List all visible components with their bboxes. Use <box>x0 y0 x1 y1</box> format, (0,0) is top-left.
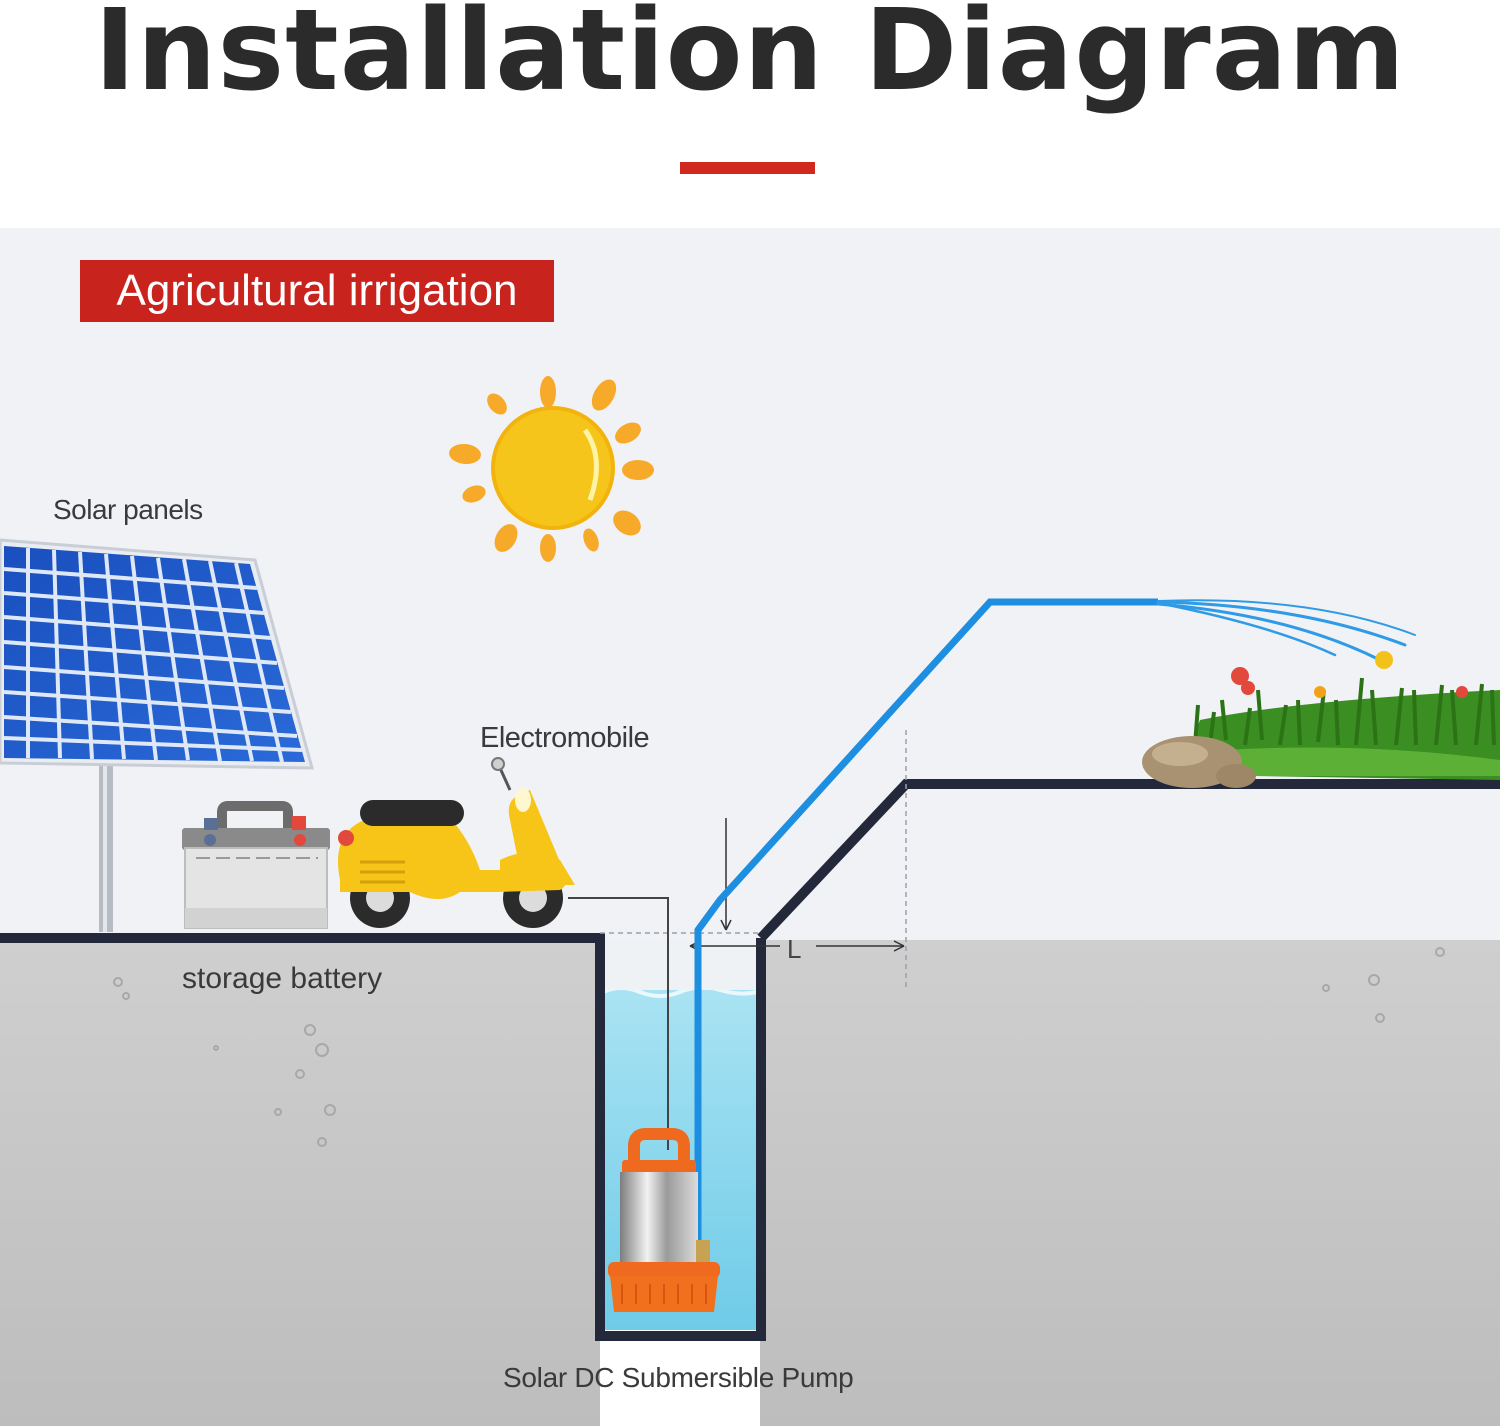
water-bubbles <box>113 947 1445 1147</box>
ground-outline-left <box>0 933 766 1341</box>
label-storage-battery: storage battery <box>182 962 383 995</box>
sun-icon <box>449 376 654 562</box>
solar-panel-icon <box>0 538 314 932</box>
submersible-pump-icon <box>608 1128 720 1312</box>
irrigation-scene <box>0 228 1500 1426</box>
water-spray <box>1156 599 1416 662</box>
category-badge: Agricultural irrigation <box>80 260 554 322</box>
label-distance: L <box>787 934 802 964</box>
well-air <box>603 940 757 990</box>
electromobile-icon <box>338 757 575 928</box>
label-solar-panels: Solar panels <box>53 494 203 525</box>
label-electromobile: Electromobile <box>480 722 650 754</box>
garden-plateau <box>906 786 1500 940</box>
garden-plants <box>1142 651 1500 788</box>
ground-right <box>760 940 1500 1426</box>
water-pipe <box>694 598 1158 1240</box>
diagram-title: Installation Diagram <box>94 0 1406 116</box>
storage-battery-icon <box>182 801 330 929</box>
label-pump: Solar DC Submersible Pump <box>503 1362 854 1393</box>
title-underline <box>680 162 815 174</box>
power-cable <box>568 897 669 1150</box>
ground-left <box>0 940 600 1426</box>
